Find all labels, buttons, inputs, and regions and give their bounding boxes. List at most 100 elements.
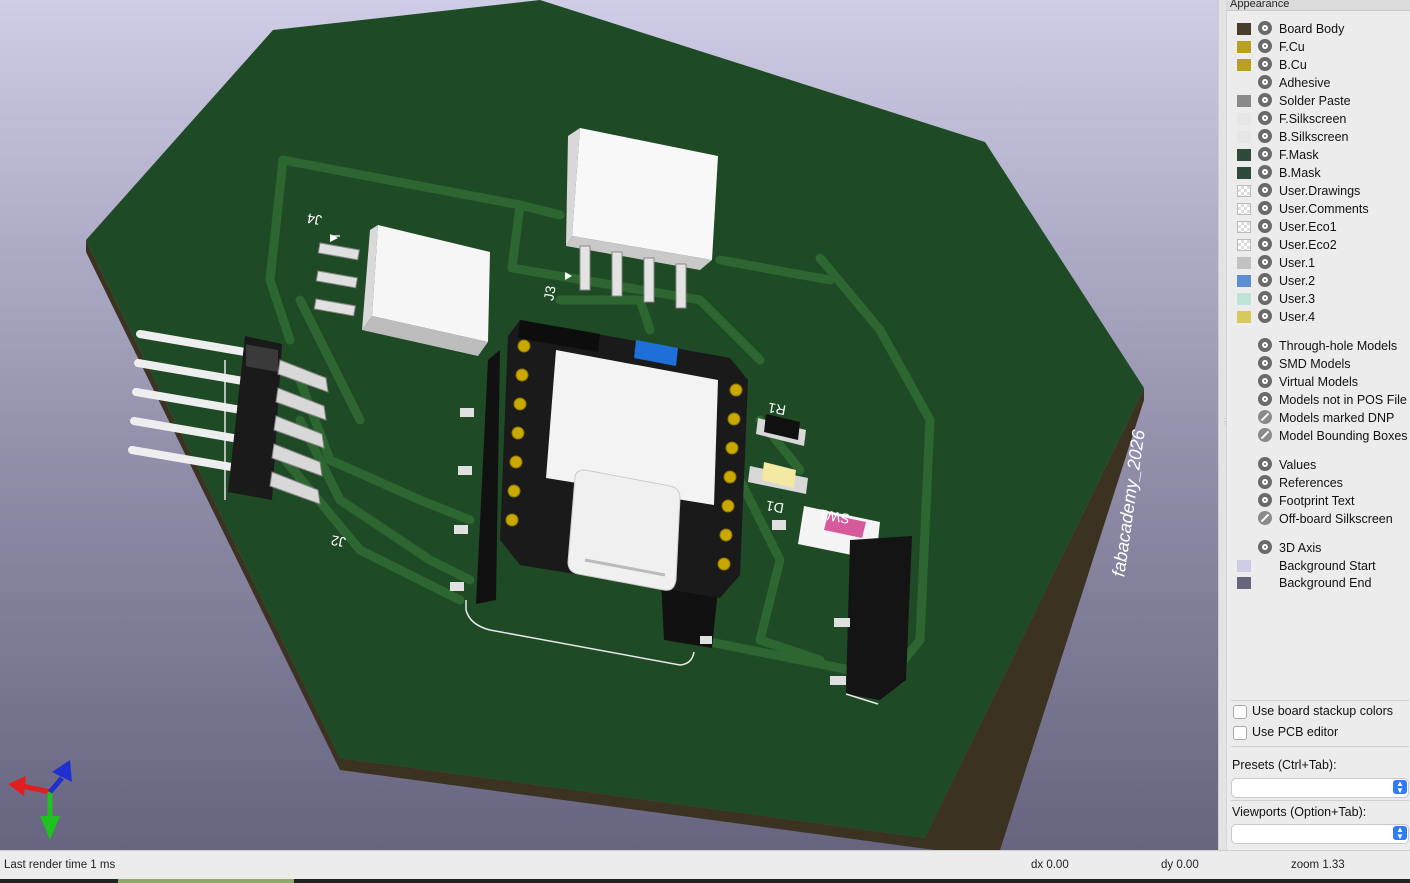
color-swatch[interactable] <box>1237 131 1251 143</box>
layer-row-user-1[interactable]: User.1 <box>1227 254 1410 272</box>
ref-j4: J4 <box>306 210 324 228</box>
layer-row-background-end[interactable]: Background End <box>1227 574 1410 592</box>
color-swatch[interactable] <box>1237 59 1251 71</box>
layer-row-3d-axis[interactable]: 3D Axis <box>1227 539 1410 557</box>
pin-header-right <box>830 536 912 705</box>
layer-row-user-4[interactable]: User.4 <box>1227 308 1410 326</box>
eye-icon[interactable] <box>1258 493 1272 507</box>
eye-icon[interactable] <box>1258 93 1272 107</box>
eye-icon[interactable] <box>1258 57 1272 71</box>
eye-icon[interactable] <box>1258 237 1272 251</box>
eye-icon[interactable] <box>1258 540 1272 554</box>
eye-icon[interactable] <box>1258 147 1272 161</box>
color-swatch[interactable] <box>1237 577 1251 589</box>
layer-label: Models marked DNP <box>1279 411 1395 425</box>
layer-row-user-comments[interactable]: User.Comments <box>1227 200 1410 218</box>
layer-row-references[interactable]: References <box>1227 474 1410 492</box>
eye-icon[interactable] <box>1258 165 1272 179</box>
layer-row-off-board-silkscreen[interactable]: Off-board Silkscreen <box>1227 510 1410 528</box>
layer-label: User.Drawings <box>1279 184 1361 198</box>
layer-label: SMD Models <box>1279 357 1351 371</box>
eye-hidden-icon[interactable] <box>1258 428 1272 442</box>
render-time-text: Last render time 1 ms <box>4 859 116 871</box>
layer-row-solder-paste[interactable]: Solder Paste <box>1227 92 1410 110</box>
eye-icon[interactable] <box>1258 183 1272 197</box>
layer-row-f-cu[interactable]: F.Cu <box>1227 38 1410 56</box>
color-swatch[interactable] <box>1237 149 1251 161</box>
color-swatch[interactable] <box>1237 113 1251 125</box>
3d-viewport[interactable]: J4 J3 J2 R1 D1 SW1 fabacademy_2026 <box>0 0 1218 850</box>
layer-row-f-silkscreen[interactable]: F.Silkscreen <box>1227 110 1410 128</box>
color-swatch[interactable] <box>1237 167 1251 179</box>
color-swatch[interactable] <box>1237 41 1251 53</box>
layer-row-adhesive[interactable]: Adhesive <box>1227 74 1410 92</box>
layer-row-values[interactable]: Values <box>1227 456 1410 474</box>
layer-label: References <box>1279 476 1343 490</box>
use-board-stackup-colors-checkbox[interactable] <box>1233 705 1247 719</box>
separator <box>1231 800 1409 801</box>
color-swatch[interactable] <box>1237 559 1251 572</box>
eye-icon[interactable] <box>1258 338 1272 352</box>
layer-row-b-mask[interactable]: B.Mask <box>1227 164 1410 182</box>
layer-row-user-3[interactable]: User.3 <box>1227 290 1410 308</box>
layer-row-footprint-text[interactable]: Footprint Text <box>1227 492 1410 510</box>
color-swatch[interactable] <box>1237 257 1251 269</box>
layer-row-model-bounding-boxes[interactable]: Model Bounding Boxes <box>1227 427 1410 445</box>
layer-row-virtual-models[interactable]: Virtual Models <box>1227 373 1410 391</box>
eye-icon[interactable] <box>1258 457 1272 471</box>
color-swatch[interactable] <box>1237 311 1251 323</box>
eye-icon[interactable] <box>1258 291 1272 305</box>
color-swatch[interactable] <box>1237 203 1251 215</box>
layer-row-user-eco2[interactable]: User.Eco2 <box>1227 236 1410 254</box>
layer-row-models-marked-dnp[interactable]: Models marked DNP <box>1227 409 1410 427</box>
layer-label: Adhesive <box>1279 76 1331 90</box>
eye-icon[interactable] <box>1258 273 1272 287</box>
layer-row-board-body[interactable]: Board Body <box>1227 20 1410 38</box>
layer-label: User.3 <box>1279 292 1316 306</box>
eye-icon[interactable] <box>1258 201 1272 215</box>
eye-icon[interactable] <box>1258 129 1272 143</box>
connector-j4 <box>313 225 490 356</box>
eye-icon[interactable] <box>1258 111 1272 125</box>
layer-row-b-silkscreen[interactable]: B.Silkscreen <box>1227 128 1410 146</box>
color-swatch[interactable] <box>1237 23 1251 35</box>
eye-icon[interactable] <box>1258 39 1272 53</box>
eye-icon[interactable] <box>1258 374 1272 388</box>
viewports-dropdown[interactable]: ▲▼ <box>1231 824 1409 844</box>
layer-row-f-mask[interactable]: F.Mask <box>1227 146 1410 164</box>
layer-row-models-not-in-pos-file[interactable]: Models not in POS File <box>1227 391 1410 409</box>
use-pcb-editor-row[interactable]: Use PCB editor <box>1227 724 1410 742</box>
layer-row-smd-models[interactable]: SMD Models <box>1227 355 1410 373</box>
use-pcb-editor-checkbox[interactable] <box>1233 726 1247 740</box>
color-swatch[interactable] <box>1237 275 1251 287</box>
eye-icon[interactable] <box>1258 475 1272 489</box>
color-swatch[interactable] <box>1237 221 1251 233</box>
color-swatch[interactable] <box>1237 293 1251 305</box>
eye-icon[interactable] <box>1258 356 1272 370</box>
color-swatch[interactable] <box>1237 239 1251 251</box>
eye-icon[interactable] <box>1258 309 1272 323</box>
pcb-3d-render[interactable]: J4 J3 J2 R1 D1 SW1 fabacademy_2026 <box>0 0 1218 850</box>
eye-hidden-icon[interactable] <box>1258 511 1272 525</box>
resistor-r1 <box>756 414 806 446</box>
eye-icon[interactable] <box>1258 392 1272 406</box>
eye-icon[interactable] <box>1258 75 1272 89</box>
panel-splitter[interactable]: ⋮ <box>1218 0 1229 850</box>
layer-row-user-2[interactable]: User.2 <box>1227 272 1410 290</box>
layer-label: Solder Paste <box>1279 94 1351 108</box>
eye-icon[interactable] <box>1258 255 1272 269</box>
color-swatch[interactable] <box>1237 95 1251 107</box>
layer-row-through-hole-models[interactable]: Through-hole Models <box>1227 337 1410 355</box>
layer-label: F.Cu <box>1279 40 1305 54</box>
layer-row-background-start[interactable]: Background Start <box>1227 557 1410 575</box>
layer-label: Off-board Silkscreen <box>1279 512 1393 526</box>
color-swatch[interactable] <box>1237 185 1251 197</box>
use-board-stackup-colors-row[interactable]: Use board stackup colors <box>1227 703 1410 721</box>
layer-row-b-cu[interactable]: B.Cu <box>1227 56 1410 74</box>
eye-icon[interactable] <box>1258 21 1272 35</box>
layer-row-user-eco1[interactable]: User.Eco1 <box>1227 218 1410 236</box>
eye-icon[interactable] <box>1258 219 1272 233</box>
eye-hidden-icon[interactable] <box>1258 410 1272 424</box>
presets-dropdown[interactable]: ▲▼ <box>1231 778 1409 798</box>
layer-row-user-drawings[interactable]: User.Drawings <box>1227 182 1410 200</box>
